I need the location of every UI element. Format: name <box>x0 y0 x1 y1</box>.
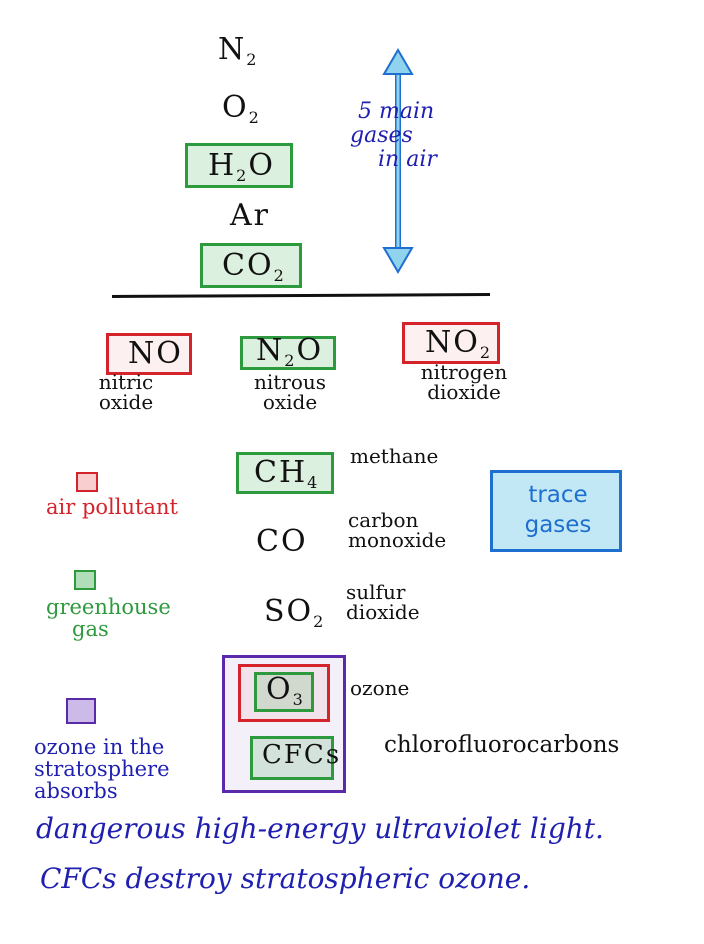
arrow-label-line: in air <box>378 147 437 172</box>
formula-n2o: N2O <box>256 333 323 370</box>
trace-label-line: gases <box>524 512 592 538</box>
formula-subscript: 2 <box>248 108 261 127</box>
note-cfcs-destroy: CFCs destroy stratospheric ozone. <box>40 862 531 895</box>
name-nitrogen-dioxide: nitrogen dioxide <box>402 362 526 402</box>
formula-base: NO <box>128 336 183 371</box>
formula-base: Ar <box>230 198 271 233</box>
name-nitric-oxide: nitric oxide <box>78 372 174 412</box>
formula-subscript: 2 <box>246 50 259 69</box>
formula-co: CO <box>256 524 308 559</box>
formula-base: CH <box>254 455 308 490</box>
greenhouse-box-cfcs <box>250 736 334 780</box>
name-line: nitrous <box>253 370 327 394</box>
formula-base: CO <box>222 248 274 283</box>
formula-so2: SO2 <box>264 594 325 631</box>
formula-base: NO <box>425 325 480 360</box>
name-line: nitric <box>98 370 154 394</box>
formula-base: CO <box>256 524 308 559</box>
main-gases-label: 5 main gases in air <box>350 99 437 172</box>
formula-subscript: 2 <box>284 351 297 370</box>
pollutant-box-no2 <box>402 322 500 364</box>
greenhouse-box-h2o <box>185 143 293 188</box>
trace-gases-box <box>490 470 622 552</box>
formula-ch4: CH4 <box>254 455 319 492</box>
formula-n2: N2 <box>218 32 258 69</box>
name-line: dioxide <box>427 380 501 404</box>
name-line: sulfur <box>346 580 406 604</box>
greenhouse-box-ch4 <box>236 452 334 494</box>
formula-h2o: H2O <box>208 148 275 185</box>
formula-base: N <box>256 333 285 368</box>
formula-subscript: 2 <box>273 266 286 285</box>
air-pollutant-swatch <box>76 472 98 492</box>
legend-ozone: ozone in the stratosphere absorbs <box>34 736 170 802</box>
name-carbon-monoxide: carbon monoxide <box>348 510 446 550</box>
name-nitrous-oxide: nitrous oxide <box>240 372 340 412</box>
formula-base: N <box>218 32 247 67</box>
formula-base: SO <box>264 594 314 629</box>
arrow-label-line: gases <box>350 123 413 148</box>
legend-line: gas <box>72 617 109 641</box>
formula-subscript: 2 <box>313 612 326 631</box>
name-line: chlorofluorocarbons <box>384 732 620 758</box>
legend-air-pollutant: air pollutant <box>46 495 178 519</box>
name-line: monoxide <box>348 528 447 552</box>
name-line: oxide <box>98 390 154 414</box>
legend-line: stratosphere <box>34 757 170 781</box>
name-methane: methane <box>350 446 438 466</box>
legend-greenhouse-gas: greenhouse gas <box>46 596 171 640</box>
formula-o2: O2 <box>222 90 261 127</box>
formula-o3: O3 <box>266 672 305 709</box>
note-dangerous-uv: dangerous high-energy ultraviolet light. <box>36 812 604 845</box>
name-sulfur-dioxide: sulfur dioxide <box>346 582 420 622</box>
divider-line <box>111 293 491 298</box>
arrow-label-line: 5 main <box>358 99 435 124</box>
formula-rest: O <box>296 333 324 368</box>
name-line: methane <box>350 444 439 468</box>
formula-no: NO <box>128 336 183 371</box>
formula-no2: NO2 <box>425 325 492 362</box>
name-chlorofluorocarbons: chlorofluorocarbons <box>384 732 620 758</box>
formula-rest: O <box>248 148 275 183</box>
formula-cfcs: CFCs <box>262 740 341 770</box>
formula-base: CFCs <box>262 740 342 770</box>
formula-base: O <box>222 90 249 125</box>
formula-base: O <box>266 672 293 707</box>
pollutant-box-no <box>106 333 192 375</box>
greenhouse-box-n2o <box>240 336 336 370</box>
formula-subscript: 2 <box>236 166 249 185</box>
greenhouse-gas-swatch <box>74 570 96 590</box>
formula-base: H <box>208 148 237 183</box>
formula-subscript: 3 <box>292 690 305 709</box>
formula-ar: Ar <box>230 198 270 233</box>
greenhouse-box-co2 <box>200 243 302 288</box>
trace-label-line: trace <box>528 482 588 508</box>
name-line: dioxide <box>346 600 420 624</box>
formula-subscript: 2 <box>479 343 493 362</box>
legend-line: absorbs <box>34 779 118 803</box>
name-line: carbon <box>348 508 419 532</box>
name-line: oxide <box>262 390 318 414</box>
double-arrow-icon <box>382 48 414 274</box>
formula-co2: CO2 <box>222 248 286 285</box>
formula-subscript: 4 <box>307 473 320 492</box>
ozone-layer-swatch <box>66 698 96 724</box>
name-line: ozone <box>350 676 410 700</box>
name-line: nitrogen <box>420 360 508 384</box>
legend-line: ozone in the <box>34 735 165 759</box>
greenhouse-box-o3 <box>254 672 314 712</box>
name-ozone: ozone <box>350 678 409 698</box>
trace-gases-label: trace gases <box>498 480 618 540</box>
ozone-layer-box <box>222 655 346 793</box>
legend-line: greenhouse <box>46 595 171 619</box>
